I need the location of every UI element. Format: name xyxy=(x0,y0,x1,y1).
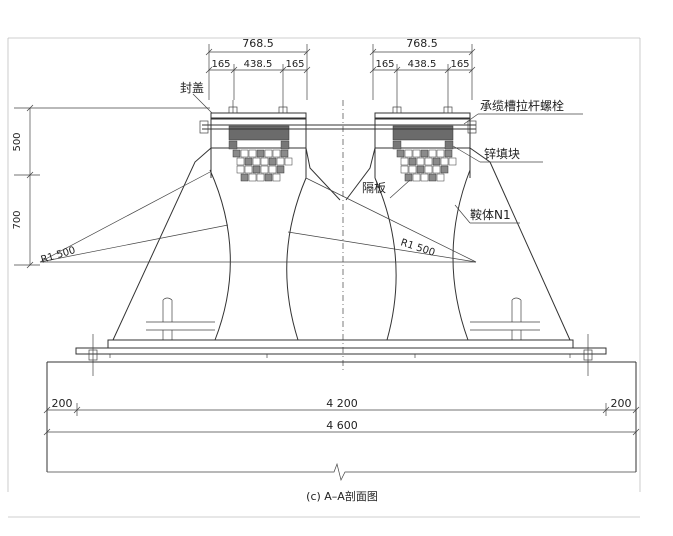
top-right-overall-dim: 768.5 xyxy=(406,37,438,50)
zinc-block-cell xyxy=(236,165,245,174)
zinc-block-cell xyxy=(248,173,257,182)
zinc-block-cell xyxy=(264,173,273,182)
right-saddle-body xyxy=(345,117,571,341)
figure-caption: (c) A–A剖面图 xyxy=(306,489,378,503)
zinc-block-cell xyxy=(240,173,249,182)
left-dim-lower: 700 xyxy=(12,210,23,229)
zinc-block-cell xyxy=(260,157,269,166)
left-cover-plate xyxy=(210,100,307,120)
zinc-block-cell xyxy=(284,157,293,166)
zinc-block-cell xyxy=(436,173,445,182)
left-zinc-grid xyxy=(232,149,293,182)
label-saddle: 鞍体N1 xyxy=(470,207,511,222)
top-right-dim-3: 165 xyxy=(450,59,469,70)
zinc-block-cell xyxy=(432,165,441,174)
bottom-dimension-chain: 200 4 200 200 4 600 xyxy=(43,397,640,436)
zinc-block-cell xyxy=(396,149,405,158)
right-zinc-grid xyxy=(396,149,457,182)
zinc-block-cell xyxy=(412,173,421,182)
zinc-block-cell xyxy=(424,165,433,174)
zinc-block-cell xyxy=(432,157,441,166)
zinc-block-cell xyxy=(412,149,421,158)
top-right-dim-2: 438.5 xyxy=(408,59,437,70)
zinc-block-cell xyxy=(256,173,265,182)
zinc-block-cell xyxy=(440,157,449,166)
zinc-block-cell xyxy=(232,149,241,158)
zinc-block-cell xyxy=(436,149,445,158)
zinc-block-cell xyxy=(444,149,453,158)
zinc-block-cell xyxy=(420,173,429,182)
zinc-block-cell xyxy=(416,165,425,174)
callout-bolt: 承缆槽拉杆螺栓 xyxy=(463,98,583,125)
callout-cover: 封盖 xyxy=(180,81,213,114)
callout-zinc-block: 锌填块 xyxy=(452,145,543,163)
zinc-block-cell xyxy=(248,149,257,158)
bottom-dim-overall: 4 600 xyxy=(326,419,358,432)
bottom-dim-left: 200 xyxy=(52,397,73,410)
top-dimension-right: 768.5 165 438.5 165 xyxy=(369,37,476,100)
zinc-block-cell xyxy=(244,157,253,166)
top-left-dim-3: 165 xyxy=(285,59,304,70)
bottom-dim-middle: 4 200 xyxy=(326,397,358,410)
zinc-block-cell xyxy=(272,149,281,158)
left-dim-upper: 500 xyxy=(12,132,23,151)
radius-label-left: R1 500 xyxy=(40,245,77,266)
base-plate xyxy=(75,334,607,376)
top-dimension-left: 768.5 165 438.5 165 xyxy=(205,37,311,100)
label-partition: 隔板 xyxy=(362,181,386,195)
top-right-dim-1: 165 xyxy=(375,59,394,70)
zinc-block-cell xyxy=(428,149,437,158)
zinc-block-cell xyxy=(400,165,409,174)
bottom-dim-right: 200 xyxy=(611,397,632,410)
zinc-block-cell xyxy=(240,149,249,158)
zinc-block-cell xyxy=(260,165,269,174)
label-cover: 封盖 xyxy=(180,81,204,95)
left-saddle-body xyxy=(112,117,341,341)
top-left-dim-1: 165 xyxy=(211,59,230,70)
top-left-overall-dim: 768.5 xyxy=(242,37,274,50)
label-zinc-block: 锌填块 xyxy=(484,147,520,161)
zinc-block-cell xyxy=(276,157,285,166)
zinc-block-cell xyxy=(408,165,417,174)
zinc-block-cell xyxy=(416,157,425,166)
label-bolt: 承缆槽拉杆螺栓 xyxy=(480,98,564,113)
zinc-block-cell xyxy=(272,173,281,182)
radius-leader-left: R1 500 xyxy=(40,171,229,266)
zinc-block-cell xyxy=(424,157,433,166)
zinc-block-cell xyxy=(420,149,429,158)
radius-label-right: R1 500 xyxy=(399,237,436,258)
zinc-block-cell xyxy=(236,157,245,166)
callout-saddle: 鞍体N1 xyxy=(454,204,520,224)
zinc-block-cell xyxy=(440,165,449,174)
zinc-block-cell xyxy=(252,157,261,166)
zinc-block-cell xyxy=(268,157,277,166)
drawing-frame xyxy=(7,37,641,518)
zinc-block-cell xyxy=(408,157,417,166)
zinc-block-cell xyxy=(244,165,253,174)
zinc-block-cell xyxy=(264,149,273,158)
zinc-block-cell xyxy=(256,149,265,158)
right-cover-plate xyxy=(374,100,471,120)
pier-foundation xyxy=(46,361,637,482)
zinc-block-cell xyxy=(252,165,261,174)
tie-rod xyxy=(199,120,477,134)
zinc-block-cell xyxy=(404,149,413,158)
zinc-block-cell xyxy=(404,173,413,182)
zinc-block-cell xyxy=(280,149,289,158)
zinc-block-cell xyxy=(268,165,277,174)
zinc-block-cell xyxy=(448,157,457,166)
left-dimension-chain: 500 700 xyxy=(12,104,210,269)
callout-partition: 隔板 xyxy=(362,179,411,199)
zinc-block-cell xyxy=(428,173,437,182)
zinc-block-cell xyxy=(276,165,285,174)
zinc-block-cell xyxy=(400,157,409,166)
top-left-dim-2: 438.5 xyxy=(244,59,273,70)
